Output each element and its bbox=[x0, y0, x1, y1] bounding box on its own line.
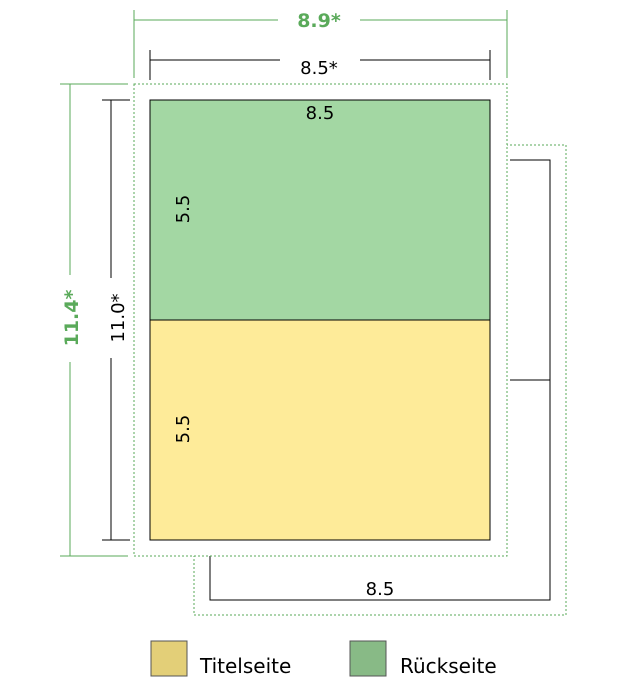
outer-width-label: 8.9* bbox=[297, 10, 341, 32]
bottom-width-label: 8.5 bbox=[366, 579, 395, 600]
inner-width-label: 8.5* bbox=[300, 58, 338, 79]
front-panel bbox=[149, 319, 491, 541]
legend-label-titelseite: Titelseite bbox=[199, 654, 291, 678]
offset-sheet-bracket bbox=[209, 159, 551, 601]
panel-width-label: 8.5 bbox=[306, 103, 335, 124]
back-height-label: 5.5 bbox=[173, 195, 194, 224]
legend-swatch-titelseite bbox=[150, 640, 188, 677]
inner-height-label: 11.0* bbox=[108, 293, 129, 342]
legend: Titelseite Rückseite bbox=[150, 640, 497, 678]
front-height-label: 5.5 bbox=[173, 415, 194, 444]
outer-height-label: 11.4* bbox=[61, 290, 83, 347]
back-panel bbox=[149, 99, 491, 321]
legend-label-rueckseite: Rückseite bbox=[400, 654, 497, 678]
legend-swatch-rueckseite bbox=[349, 640, 387, 677]
